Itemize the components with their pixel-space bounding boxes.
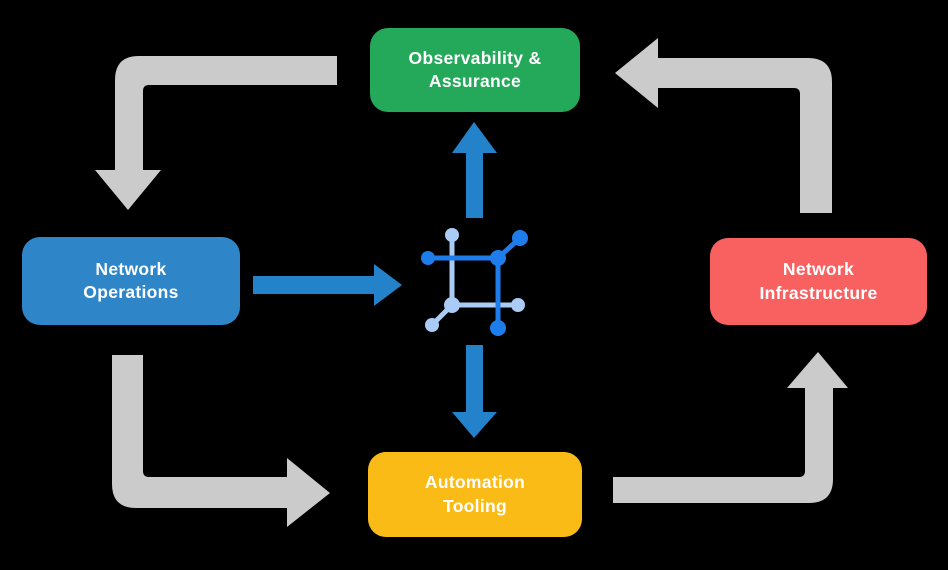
arrow-operations-to-automation-icon — [112, 355, 330, 527]
node-label-line: Tooling — [443, 495, 507, 516]
arrow-infrastructure-to-observability-icon — [615, 38, 832, 213]
node-network-operations: Network Operations — [22, 237, 240, 325]
arrow-center-to-automation-icon — [452, 345, 497, 438]
node-automation-tooling: Automation Tooling — [368, 452, 582, 537]
node-label-line: Automation — [424, 472, 526, 493]
arrow-observability-to-operations-icon — [95, 56, 337, 210]
node-label-line: Assurance — [428, 71, 522, 91]
arrow-automation-to-infrastructure-icon — [613, 352, 848, 503]
network-mesh-light-nodes — [425, 228, 525, 332]
node-label-line: Infrastructure — [759, 282, 878, 303]
network-mesh-dark-nodes — [421, 230, 528, 336]
node-observability-assurance: Observability & Assurance — [370, 28, 580, 112]
node-label-line: Network — [95, 258, 167, 279]
node-label-line: Operations — [83, 282, 179, 302]
node-label-line: Observability & — [408, 47, 542, 68]
node-label-line: Network — [782, 259, 855, 280]
arrow-center-to-observability-icon — [452, 122, 497, 218]
arrow-operations-to-center-icon — [253, 264, 402, 306]
network-mesh-icon — [421, 228, 528, 336]
node-network-infrastructure: Network Infrastructure — [710, 238, 927, 325]
